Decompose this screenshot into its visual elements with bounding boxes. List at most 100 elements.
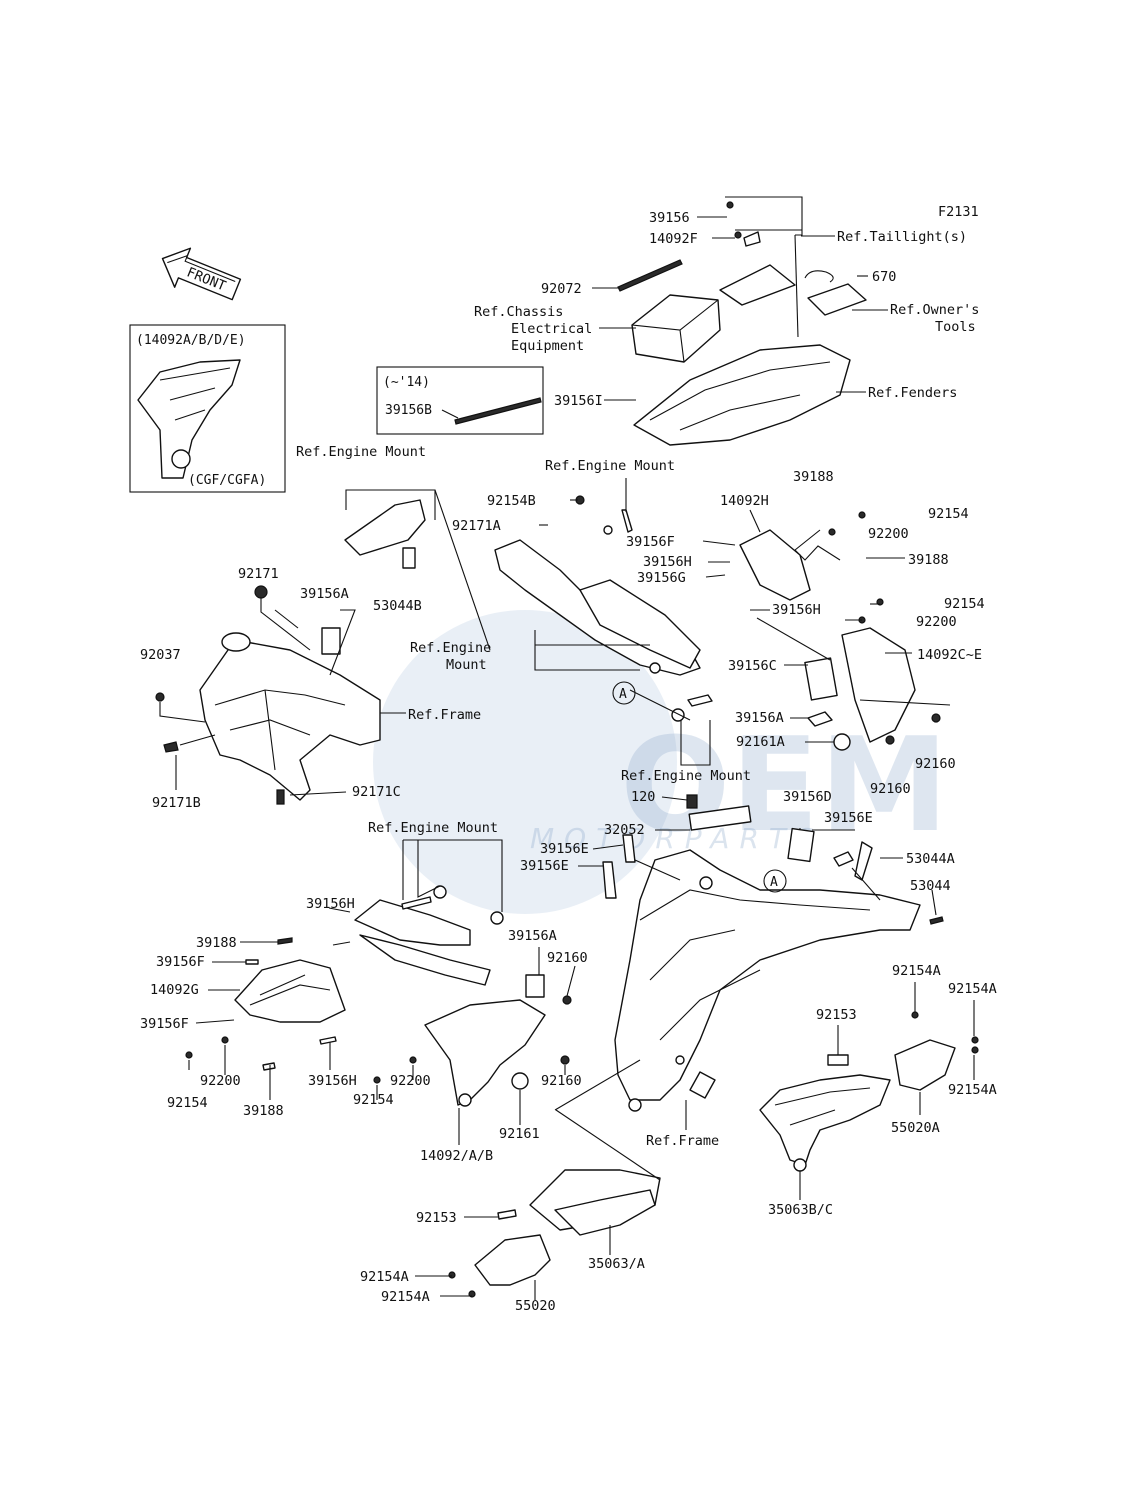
label-53044: 53044 bbox=[910, 878, 951, 894]
pad-39156A-lower bbox=[525, 974, 545, 998]
label-14092F: 14092F bbox=[649, 231, 698, 247]
label-39156: 39156 bbox=[649, 210, 690, 226]
label-39156A: 39156A bbox=[300, 586, 349, 602]
label-ref-engine-mount-2: Ref.Engine Mount bbox=[545, 458, 675, 474]
bottom-leaders bbox=[415, 1109, 661, 1300]
bolt-120 bbox=[686, 794, 698, 809]
pad-39156E-b bbox=[602, 861, 617, 899]
left-footrest-leaders bbox=[188, 839, 641, 1145]
owners-tools-bag bbox=[807, 283, 867, 316]
label-39188-a: 39188 bbox=[793, 469, 834, 485]
label-ref-chassis-3: Equipment bbox=[511, 338, 584, 354]
label-39188-c: 39188 bbox=[196, 935, 237, 951]
label-92160-a: 92160 bbox=[915, 756, 956, 772]
label-92200-a: 92200 bbox=[868, 526, 909, 542]
label-14092H: 14092H bbox=[720, 493, 769, 509]
label-92154B: 92154B bbox=[487, 493, 536, 509]
inset-model-label: (CGF/CGFA) bbox=[188, 473, 266, 488]
label-39156C: 39156C bbox=[728, 658, 777, 674]
marker-A-2 bbox=[763, 869, 787, 893]
bolt-lower-a bbox=[401, 896, 432, 910]
label-ref-engine-mount-1: Ref.Engine Mount bbox=[296, 444, 426, 460]
label-92171B: 92171B bbox=[152, 795, 201, 811]
label-ref-frame-2: Ref.Frame bbox=[646, 1133, 719, 1149]
pad-39156E-a bbox=[622, 834, 636, 863]
label-92171C: 92171C bbox=[352, 784, 401, 800]
label-92154-b: 92154 bbox=[944, 596, 985, 612]
heel-guard-55020 bbox=[474, 1234, 551, 1286]
label-55020: 55020 bbox=[515, 1298, 556, 1314]
label-92154A-d: 92154A bbox=[360, 1269, 409, 1285]
watermark-logo: OEM bbox=[620, 709, 949, 861]
label-ref-owners-1: Ref.Owner's bbox=[890, 302, 979, 318]
label-92161A: 92161A bbox=[736, 734, 785, 750]
label-53044B: 53044B bbox=[373, 598, 422, 614]
marker-A-1-label: A bbox=[619, 687, 627, 702]
label-92200-d: 92200 bbox=[390, 1073, 431, 1089]
label-ref-chassis-2: Electrical bbox=[511, 321, 592, 337]
label-39156F-b: 39156F bbox=[156, 954, 205, 970]
subframe-pipe-end bbox=[221, 632, 251, 652]
side-cover-part bbox=[137, 359, 241, 479]
label-92171: 92171 bbox=[238, 566, 279, 582]
label-53044A: 53044A bbox=[906, 851, 955, 867]
strap-39156B bbox=[454, 397, 542, 425]
label-14092AB: 14092/A/B bbox=[420, 1148, 493, 1164]
inset-2014: (~'14) 39156B bbox=[376, 366, 544, 435]
label-39156H: 39156H bbox=[643, 554, 692, 570]
label-92154A-a: 92154A bbox=[892, 963, 941, 979]
label-92153-b: 92153 bbox=[416, 1210, 457, 1226]
watermark-globe bbox=[373, 610, 677, 914]
inset-variant-label: (14092A/B/D/E) bbox=[136, 333, 246, 348]
label-39156I: 39156I bbox=[554, 393, 603, 409]
label-ref-chassis-1: Ref.Chassis bbox=[474, 304, 563, 320]
guard-14092CE bbox=[841, 627, 916, 743]
label-39188-d: 39188 bbox=[243, 1103, 284, 1119]
label-ref-frame-1: Ref.Frame bbox=[408, 707, 481, 723]
part-670 bbox=[804, 270, 834, 283]
label-39156A-b: 39156A bbox=[735, 710, 784, 726]
grommet-92161A bbox=[833, 733, 851, 751]
label-92200-c: 92200 bbox=[200, 1073, 241, 1089]
front-arrow: FRONT bbox=[161, 247, 242, 301]
heel-guard-55020A bbox=[894, 1039, 956, 1091]
pad-39156D bbox=[787, 827, 815, 863]
label-ref-owners-2: Tools bbox=[935, 319, 976, 335]
label-39156H-d: 39156H bbox=[308, 1073, 357, 1089]
taillight-bracket bbox=[719, 264, 796, 306]
label-ref-engine-3b: Mount bbox=[446, 657, 487, 673]
label-39156D: 39156D bbox=[783, 789, 832, 805]
label-92161: 92161 bbox=[499, 1126, 540, 1142]
label-39156F-c: 39156F bbox=[140, 1016, 189, 1032]
upper-leaders bbox=[345, 478, 951, 766]
label-ref-engine-3a: Ref.Engine bbox=[410, 640, 491, 656]
left-footrest-group bbox=[185, 885, 572, 1107]
label-39156A-c: 39156A bbox=[508, 928, 557, 944]
inset-side-cover: (14092A/B/D/E) (CGF/CGFA) bbox=[129, 324, 286, 493]
plate-32052 bbox=[688, 805, 752, 831]
label-35063BC: 35063B/C bbox=[768, 1202, 833, 1218]
strip-53044 bbox=[929, 916, 944, 925]
label-92154-c: 92154 bbox=[167, 1095, 208, 1111]
label-55020A: 55020A bbox=[891, 1120, 940, 1136]
tail-assembly bbox=[617, 201, 867, 446]
bolt-engine-mount bbox=[621, 509, 633, 533]
inset-2014-label: (~'14) bbox=[383, 375, 430, 390]
marker-A-2-label: A bbox=[770, 875, 778, 890]
bracket-upper-left bbox=[344, 499, 426, 556]
label-39156F: 39156F bbox=[626, 534, 675, 550]
label-14092CE: 14092C~E bbox=[917, 647, 982, 663]
marker-A-1 bbox=[612, 681, 636, 705]
right-pillion-group bbox=[759, 1011, 979, 1172]
strap-92072 bbox=[617, 259, 683, 292]
label-39156E-1: 39156E bbox=[540, 841, 589, 857]
label-39156E-3: 39156E bbox=[824, 810, 873, 826]
watermark: OEM MOTORPARTS bbox=[373, 610, 949, 914]
label-120: 120 bbox=[631, 789, 655, 805]
label-670: 670 bbox=[872, 269, 896, 285]
label-39156G: 39156G bbox=[637, 570, 686, 586]
rear-fender bbox=[633, 344, 851, 446]
label-92154-d: 92154 bbox=[353, 1092, 394, 1108]
main-frame bbox=[602, 794, 944, 1112]
diagram-code: F2131 bbox=[938, 204, 979, 220]
